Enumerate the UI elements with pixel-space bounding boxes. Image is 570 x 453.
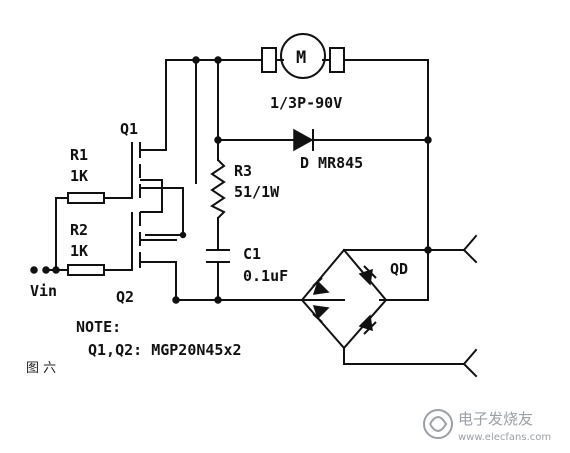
bridge-rectifier [300, 248, 388, 350]
c1-capacitor-symbol [206, 249, 230, 263]
watermark-site: www.elecfans.com [458, 432, 551, 443]
r1-label: R1 [70, 146, 88, 164]
r2-value: 1K [70, 242, 88, 260]
vin-terminals [30, 266, 50, 274]
q2-label: Q2 [116, 288, 134, 306]
r1-value: 1K [70, 167, 88, 185]
r2-label: R2 [70, 221, 88, 239]
figure-caption: 图 六 [26, 361, 56, 376]
diode-symbol [293, 128, 314, 152]
r3-value: 51/1W [234, 183, 280, 201]
note-heading: NOTE: [76, 318, 121, 336]
watermark-text: 电子发烧友 [458, 410, 533, 428]
q2-transistor-symbol [131, 211, 146, 270]
c1-value: 0.1uF [243, 267, 288, 285]
motor [261, 33, 345, 79]
r3-resistor-symbol [210, 159, 226, 219]
r2-resistor-symbol [67, 264, 105, 276]
r1-resistor-symbol [67, 192, 105, 204]
wiring [47, 59, 478, 378]
vin-label: Vin [30, 282, 57, 300]
motor-symbol: M [296, 48, 306, 68]
note-text: Q1,Q2: MGP20N45x2 [88, 341, 242, 359]
watermark-logo [423, 409, 453, 439]
bridge-label: QD [390, 260, 408, 278]
q1-transistor-symbol [131, 142, 146, 198]
junction-dots [52, 56, 432, 304]
motor-rating: 1/3P-90V [270, 94, 342, 112]
c1-label: C1 [243, 245, 261, 263]
q1-label: Q1 [120, 120, 138, 138]
diode-label: D MR845 [300, 154, 363, 172]
r3-label: R3 [234, 162, 252, 180]
